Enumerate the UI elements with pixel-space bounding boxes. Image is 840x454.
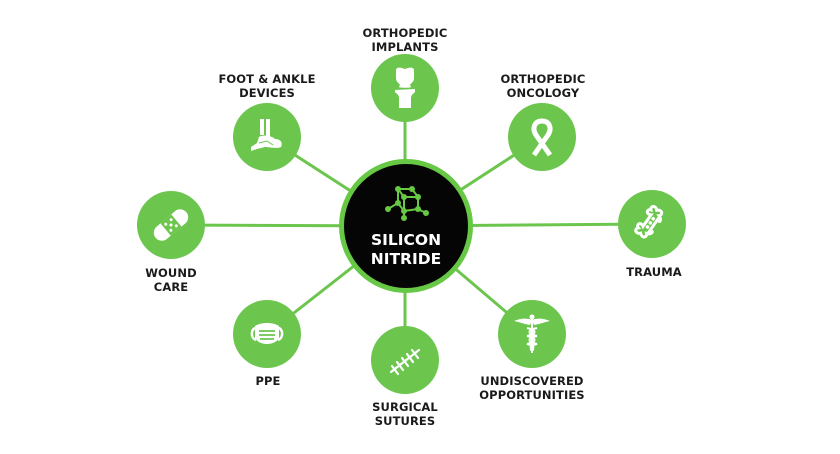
foot-bone-icon [251,119,282,151]
knee-joint-icon [395,67,415,108]
label-wound-care: WOUND CARE [145,266,197,294]
bone-icon [634,204,664,239]
label-foot-ankle-devices: FOOT & ANKLE DEVICES [218,72,316,100]
node-surgical-sutures [371,326,439,394]
caduceus-icon [514,314,550,353]
label-trauma: TRAUMA [626,265,682,279]
bandage-icon [153,209,189,241]
label-orthopedic-oncology: ORTHOPEDIC ONCOLOGY [500,72,586,100]
node-undiscovered-opportunities [498,300,566,368]
label-surgical-sutures: SURGICAL SUTURES [372,400,438,428]
node-orthopedic-implants [371,54,439,122]
node-wound-care [137,191,205,259]
hub-silicon-nitride: SILICON NITRIDE [339,159,473,293]
molecule-cube-icon [380,183,432,227]
node-trauma [618,190,686,258]
sutures-icon [389,348,421,376]
label-ppe: PPE [255,374,281,388]
node-foot-ankle-devices [233,103,301,171]
awareness-ribbon-icon [531,118,553,157]
hub-title: SILICON NITRIDE [370,231,442,268]
label-undiscovered-opportunities: UNDISCOVERED OPPORTUNITIES [479,374,585,402]
node-orthopedic-oncology [508,103,576,171]
node-ppe [233,300,301,368]
label-orthopedic-implants: ORTHOPEDIC IMPLANTS [362,26,448,54]
face-mask-icon [250,323,284,344]
